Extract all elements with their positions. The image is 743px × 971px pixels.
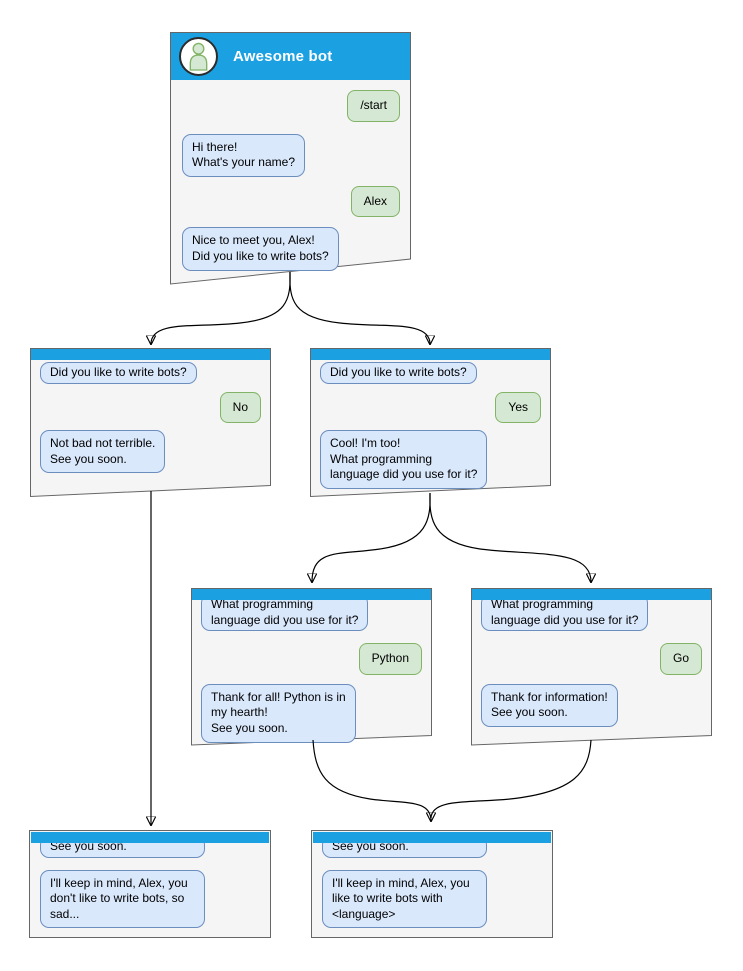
user-message: Python: [358, 643, 422, 675]
chat-window-branch-go: What programming language did you use fo…: [471, 588, 712, 746]
bot-message: Hi there! What's your name?: [182, 133, 306, 177]
bot-message: Did you like to write bots?: [40, 362, 197, 384]
user-message: Yes: [495, 391, 541, 424]
bot-message: I'll keep in mind, Alex, you like to wri…: [322, 869, 487, 929]
window-titlebar: Awesome bot: [171, 33, 410, 80]
bot-message: Not bad not terrible. See you soon.: [40, 430, 166, 474]
bot-message: Did you like to write bots?: [320, 362, 477, 384]
window-titlebar: [31, 832, 269, 843]
chat-window-end-no: See you soon. I'll keep in mind, Alex, y…: [29, 830, 271, 938]
person-icon: [189, 42, 208, 71]
bot-message: Cool! I'm too! What programming language…: [320, 430, 488, 489]
user-message: /start: [347, 90, 400, 122]
chat-window-branch-python: What programming language did you use fo…: [191, 588, 432, 746]
arrow-go-to-end: [430, 739, 592, 819]
window-titlebar: [311, 349, 550, 360]
bot-message: Thank for all! Python is in my hearth! S…: [201, 683, 356, 743]
bot-message: What programming language did you use fo…: [481, 594, 649, 632]
avatar: [179, 37, 218, 76]
chat-window-branch-yes: Did you like to write bots? Yes Cool! I'…: [310, 348, 551, 498]
window-titlebar: [192, 589, 431, 600]
arrow-yes-to-python: [312, 492, 431, 582]
chat-window-start: Awesome bot /start Hi there! What's your…: [170, 32, 411, 285]
chat-window-end-yes: See you soon. I'll keep in mind, Alex, y…: [311, 830, 553, 938]
arrow-python-to-end: [312, 739, 431, 821]
bot-message: What programming language did you use fo…: [201, 594, 369, 632]
window-titlebar: [313, 832, 551, 843]
user-message: Alex: [350, 185, 400, 218]
bot-message: Thank for information! See you soon.: [481, 683, 618, 727]
bot-message: Nice to meet you, Alex! Did you like to …: [182, 227, 339, 271]
bot-message: I'll keep in mind, Alex, you don't like …: [40, 869, 205, 929]
window-titlebar: [31, 349, 270, 360]
chat-window-branch-no: Did you like to write bots? No Not bad n…: [30, 348, 271, 498]
user-message: Go: [659, 643, 702, 675]
window-titlebar: [472, 589, 711, 600]
arrow-yes-to-go: [429, 492, 591, 582]
user-message: No: [219, 391, 261, 424]
chat-title: Awesome bot: [233, 48, 333, 65]
